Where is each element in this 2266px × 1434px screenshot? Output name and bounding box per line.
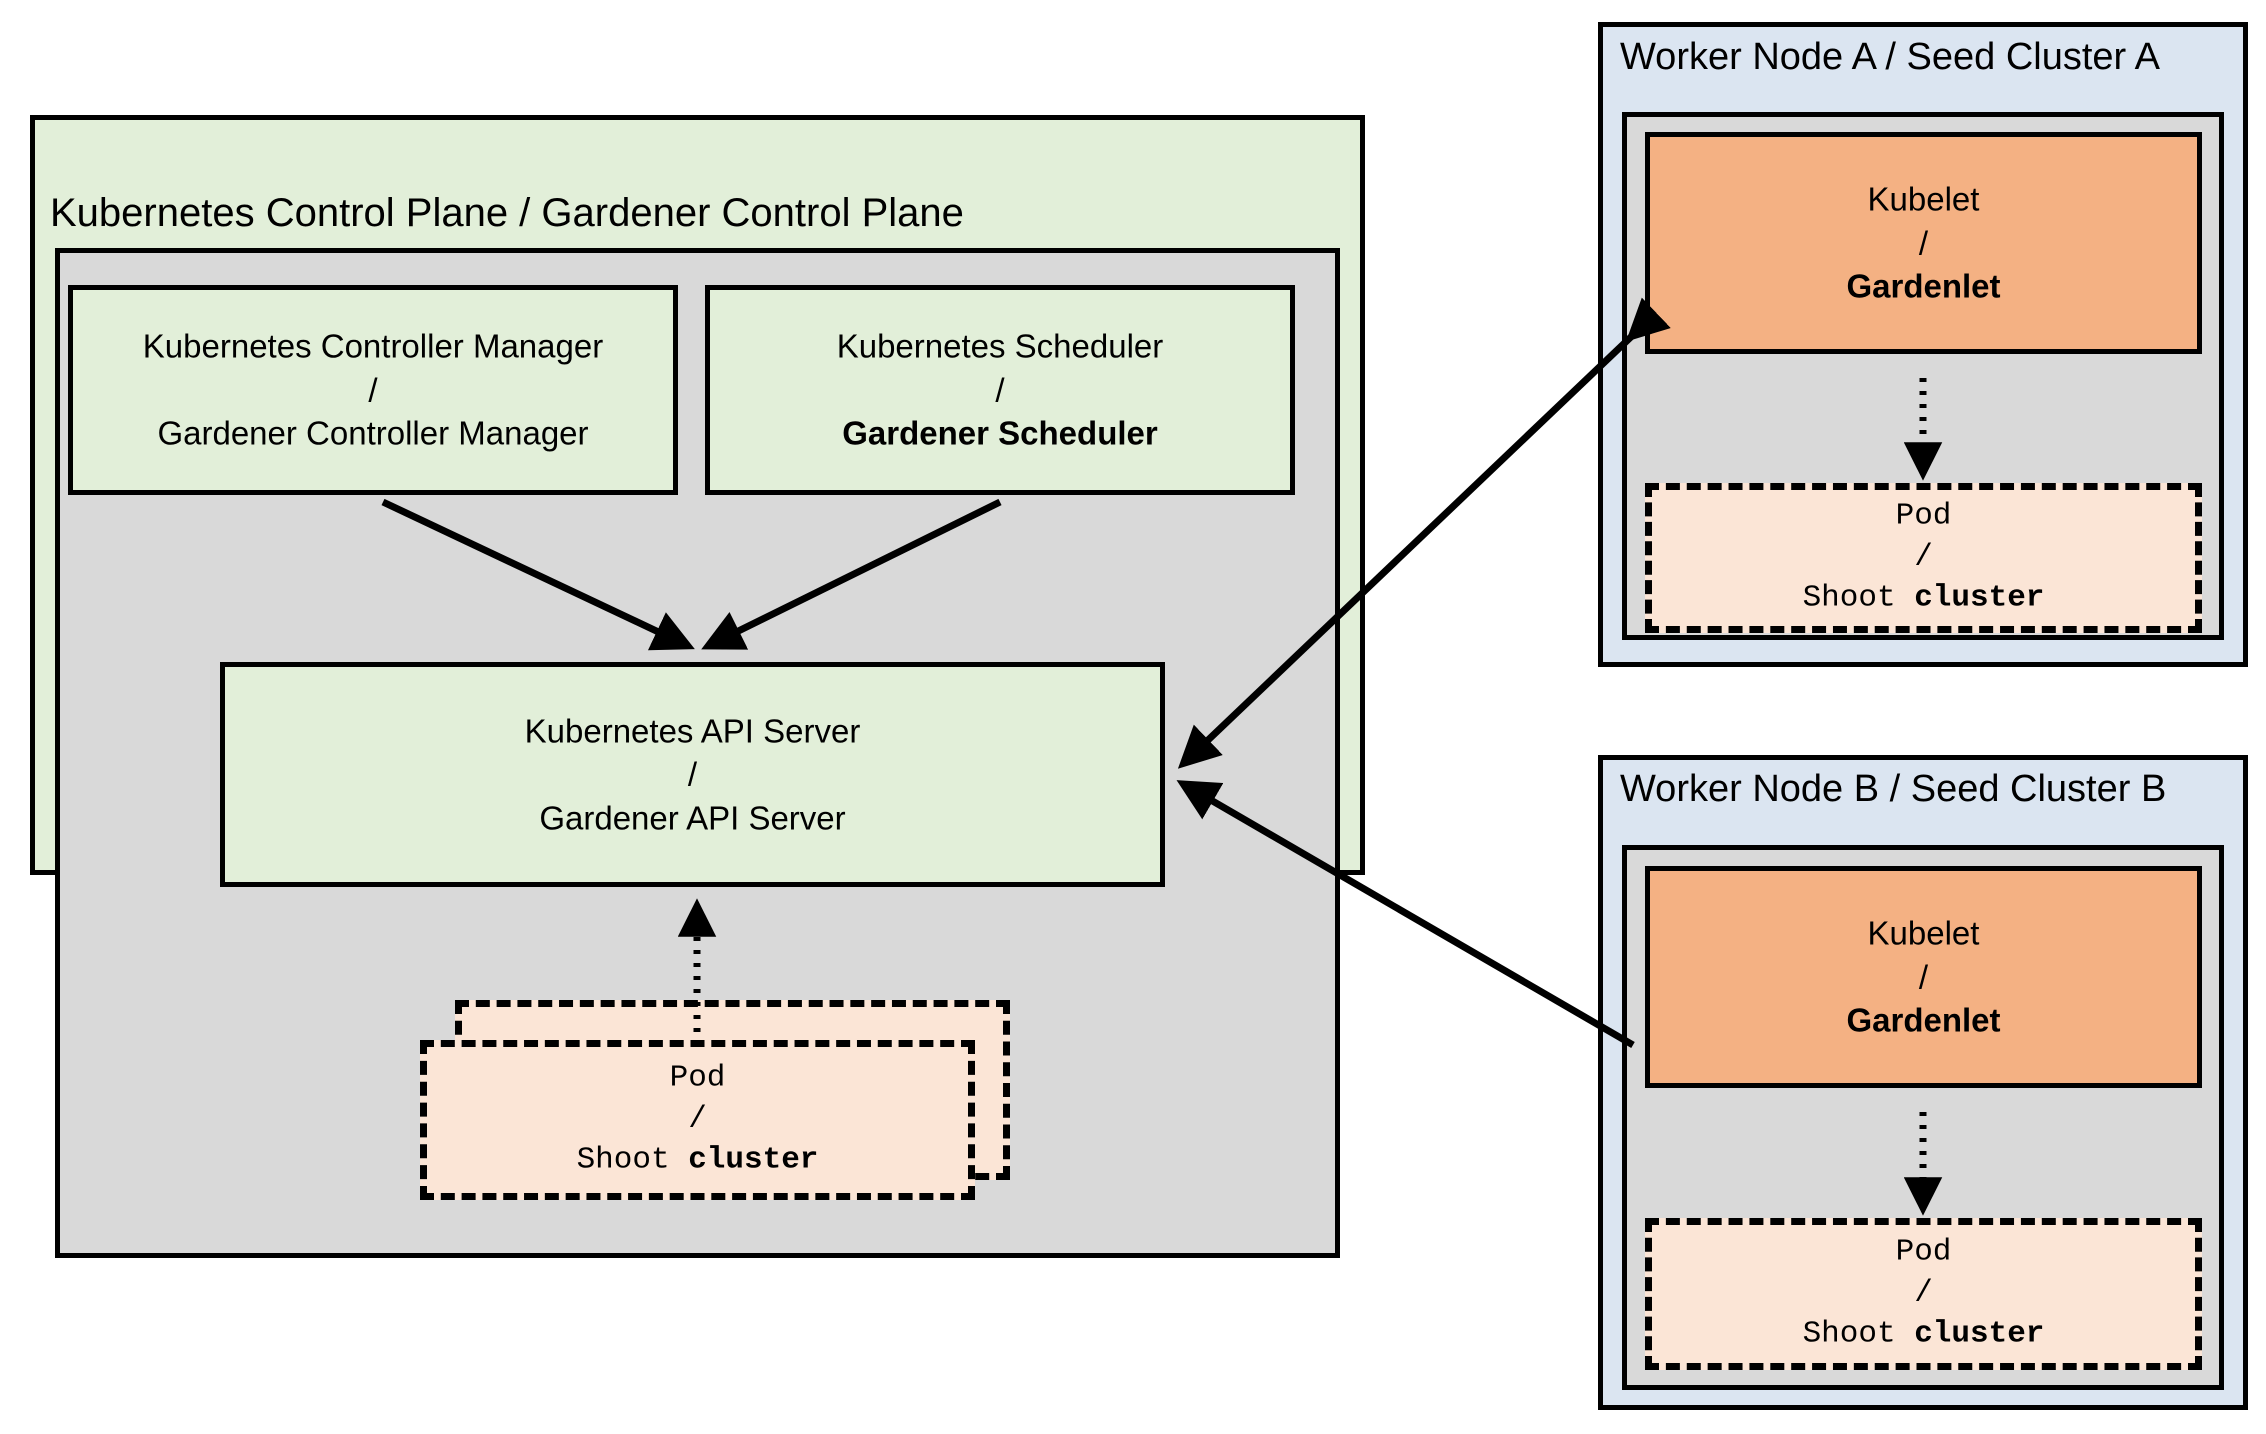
controller-manager-line1: Kubernetes Controller Manager: [142, 327, 604, 365]
api-server-line2: Gardener API Server: [539, 799, 846, 837]
api-server-line1: Kubernetes API Server: [524, 712, 861, 750]
controller-manager-slash: /: [368, 371, 378, 409]
seed-a-pod-box: Pod / Shoot cluster: [1645, 483, 2202, 633]
seed-a-pod-line2-normal: Shoot: [1802, 580, 1915, 616]
scheduler-line1: Kubernetes Scheduler: [836, 327, 1164, 365]
control-plane-pod-line2-bold: cluster: [688, 1142, 819, 1178]
seed-a-pod-text: Pod / Shoot cluster: [1652, 497, 2195, 620]
seed-b-pod-slash: /: [1914, 1275, 1933, 1311]
control-plane-pod-line2-normal: Shoot: [576, 1142, 689, 1178]
scheduler-line2: Gardener Scheduler: [842, 414, 1158, 452]
seed-b-kubelet-line1: Kubelet: [1867, 914, 1980, 952]
control-plane-pod-text: Pod / Shoot cluster: [427, 1059, 968, 1182]
seed-b-pod-box: Pod / Shoot cluster: [1645, 1218, 2202, 1370]
control-plane-pod-line1: Pod: [669, 1060, 726, 1096]
seed-a-kubelet-box: Kubelet / Gardenlet: [1645, 132, 2202, 354]
control-plane-pod-box: Pod / Shoot cluster: [420, 1040, 975, 1200]
seed-a-pod-line2-bold: cluster: [1914, 580, 2045, 616]
seed-a-kubelet-line1: Kubelet: [1867, 180, 1980, 218]
seed-cluster-b-header: Worker Node B / Seed Cluster B: [1620, 768, 2167, 810]
seed-a-pod-slash: /: [1914, 539, 1933, 575]
seed-b-kubelet-line2: Gardenlet: [1846, 1001, 2001, 1039]
kubernetes-controller-manager-box: Kubernetes Controller Manager / Gardener…: [68, 285, 678, 495]
controller-manager-text: Kubernetes Controller Manager / Gardener…: [73, 325, 673, 456]
api-server-slash: /: [687, 755, 698, 793]
control-plane-pod-slash: /: [688, 1101, 707, 1137]
controller-manager-line2: Gardener Controller Manager: [157, 414, 589, 452]
scheduler-slash: /: [995, 371, 1005, 409]
seed-a-kubelet-line2: Gardenlet: [1846, 267, 2001, 305]
api-server-text: Kubernetes API Server / Gardener API Ser…: [225, 709, 1160, 840]
seed-b-kubelet-slash: /: [1918, 958, 1929, 996]
seed-a-kubelet-text: Kubelet / Gardenlet: [1650, 178, 2197, 309]
seed-a-kubelet-slash: /: [1918, 224, 1929, 262]
seed-a-pod-line1: Pod: [1895, 498, 1952, 534]
seed-b-pod-line1: Pod: [1895, 1234, 1952, 1270]
kubernetes-scheduler-box: Kubernetes Scheduler / Gardener Schedule…: [705, 285, 1295, 495]
seed-cluster-a-header: Worker Node A / Seed Cluster A: [1620, 36, 2161, 78]
seed-b-pod-line2-bold: cluster: [1914, 1316, 2045, 1352]
seed-b-pod-text: Pod / Shoot cluster: [1652, 1233, 2195, 1356]
kubernetes-api-server-box: Kubernetes API Server / Gardener API Ser…: [220, 662, 1165, 887]
scheduler-text: Kubernetes Scheduler / Gardener Schedule…: [710, 325, 1290, 456]
seed-b-pod-line2-normal: Shoot: [1802, 1316, 1915, 1352]
control-plane-header: Kubernetes Control Plane / Gardener Cont…: [50, 191, 964, 235]
seed-b-kubelet-text: Kubelet / Gardenlet: [1650, 912, 2197, 1043]
seed-b-kubelet-box: Kubelet / Gardenlet: [1645, 866, 2202, 1088]
